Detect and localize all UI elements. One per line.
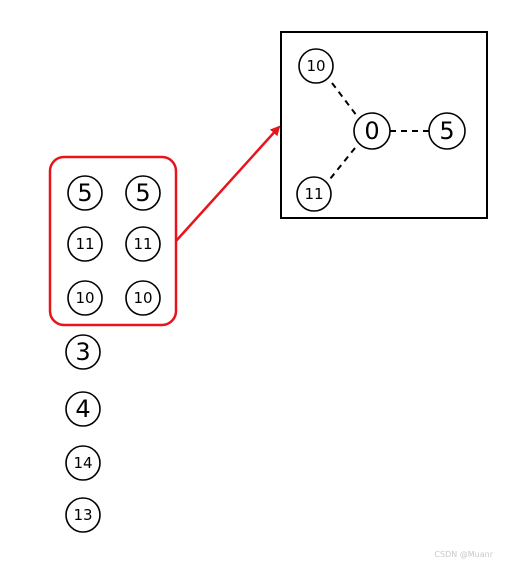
single-node-3: 14 bbox=[65, 445, 101, 481]
svg-text:10: 10 bbox=[75, 289, 94, 307]
graph-node-right: 5 bbox=[428, 112, 466, 150]
single-node-4: 13 bbox=[65, 497, 101, 533]
group-node-r1-left: 11 bbox=[67, 226, 103, 262]
group-node-r1-right: 11 bbox=[125, 226, 161, 262]
graph-node-top-left: 10 bbox=[298, 48, 334, 84]
svg-text:0: 0 bbox=[364, 117, 379, 145]
single-node-1: 3 bbox=[65, 334, 101, 370]
svg-text:4: 4 bbox=[75, 395, 90, 423]
group-node-r0-left: 5 bbox=[67, 175, 103, 211]
group-node-r2-left: 10 bbox=[67, 280, 103, 316]
svg-text:10: 10 bbox=[133, 289, 152, 307]
single-node-2: 4 bbox=[65, 391, 101, 427]
graph-node-bottom-left: 11 bbox=[296, 176, 332, 212]
edge-center-to-bottom-left bbox=[329, 147, 356, 180]
svg-text:5: 5 bbox=[135, 179, 150, 207]
mapping-arrow bbox=[175, 125, 281, 242]
svg-text:5: 5 bbox=[77, 179, 92, 207]
edge-center-to-top-left bbox=[331, 82, 358, 117]
watermark: CSDN @Muanr bbox=[434, 550, 493, 559]
graph-node-center: 0 bbox=[353, 112, 391, 150]
group-node-r0-right: 5 bbox=[125, 175, 161, 211]
svg-text:10: 10 bbox=[306, 57, 325, 75]
svg-text:11: 11 bbox=[133, 235, 152, 253]
svg-text:14: 14 bbox=[73, 454, 92, 472]
svg-text:13: 13 bbox=[73, 506, 92, 524]
svg-text:5: 5 bbox=[439, 117, 454, 145]
svg-text:3: 3 bbox=[75, 338, 90, 366]
svg-text:11: 11 bbox=[304, 185, 323, 203]
group-node-r2-right: 10 bbox=[125, 280, 161, 316]
svg-text:11: 11 bbox=[75, 235, 94, 253]
